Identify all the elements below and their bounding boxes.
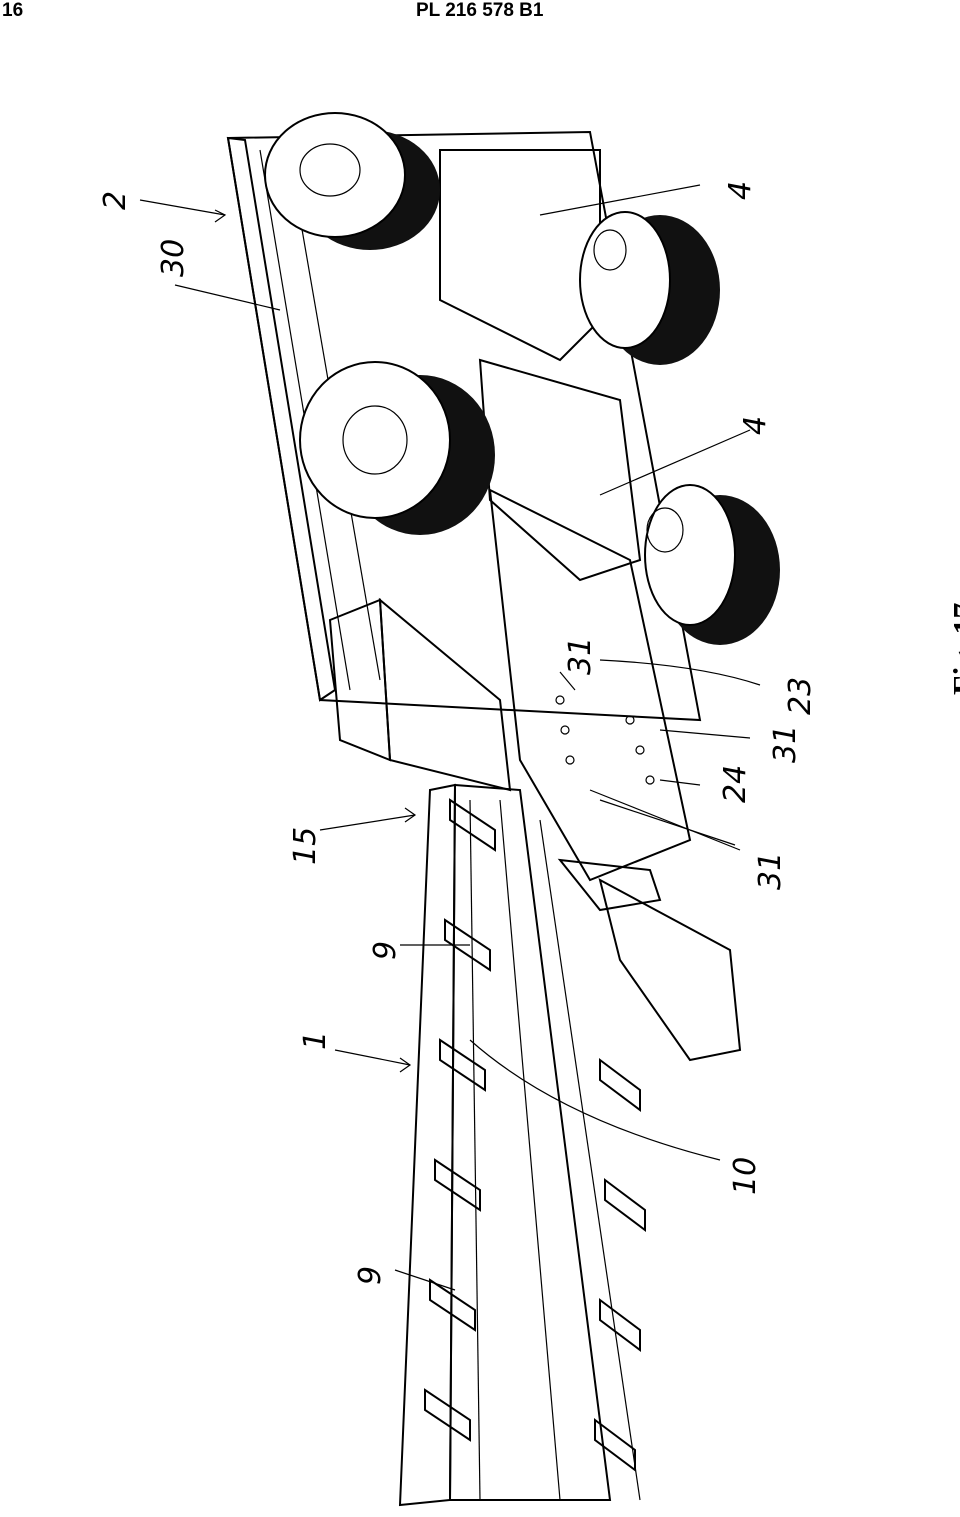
lower-outrigger <box>598 878 742 1062</box>
rear-bed <box>226 130 702 792</box>
wheel-upper-right <box>579 211 720 365</box>
label-1: 1 <box>298 1031 333 1050</box>
main-beam <box>398 783 641 1507</box>
label-2: 2 <box>98 191 133 210</box>
wheel-upper-left <box>264 112 440 250</box>
label-30: 30 <box>156 239 191 277</box>
label-15: 15 <box>288 827 323 865</box>
label-9-upper: 9 <box>368 941 403 960</box>
label-10: 10 <box>728 1157 763 1195</box>
page-number: 16 <box>2 0 24 21</box>
wheel-lower-left <box>299 361 495 535</box>
label-9-lower: 9 <box>353 1266 388 1285</box>
label-31-mid: 31 <box>768 725 803 763</box>
wheels <box>264 112 780 645</box>
wheel-lower-right <box>644 484 780 645</box>
cross-members <box>424 798 646 1472</box>
label-23: 23 <box>783 677 818 715</box>
label-4-lower: 4 <box>738 416 773 435</box>
coupling-plate <box>488 488 692 912</box>
label-4-upper: 4 <box>723 181 758 200</box>
label-31-bottom: 31 <box>753 852 788 890</box>
figure-caption: Fig. 17 <box>946 603 960 695</box>
patent-drawing: 2 30 4 4 31 23 31 24 31 15 9 1 10 9 Fig.… <box>98 112 960 1507</box>
label-31-top: 31 <box>563 637 598 675</box>
document-id: PL 216 578 B1 <box>416 0 544 21</box>
label-24: 24 <box>718 765 753 803</box>
leader-lines <box>139 184 761 1291</box>
